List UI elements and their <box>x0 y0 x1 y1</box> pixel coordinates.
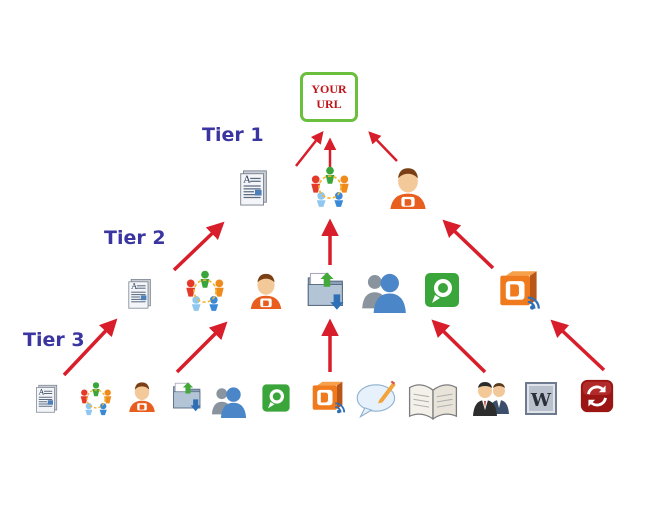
technorati-icon <box>422 270 462 310</box>
link-arrow <box>442 219 495 270</box>
blogger-rss-icon <box>310 380 346 416</box>
link-arrow <box>172 221 225 272</box>
blogger-user-icon <box>386 165 430 209</box>
technorati-icon <box>260 382 292 414</box>
link-arrow <box>62 318 118 377</box>
folder-download-icon <box>171 379 205 413</box>
target-url-box: YOUR URL <box>300 72 358 122</box>
target-url-line-2: URL <box>316 97 342 111</box>
social-network-icon <box>78 380 114 416</box>
blogger-rss-icon <box>497 269 541 313</box>
people-icon <box>361 267 407 313</box>
article-icon: A <box>124 277 156 309</box>
svg-text:A: A <box>243 174 251 185</box>
link-arrow <box>175 321 228 374</box>
svg-text:A: A <box>130 282 137 291</box>
link-arrow <box>550 319 606 372</box>
link-arrow <box>295 131 324 167</box>
social-network-icon <box>183 268 227 312</box>
svg-text:W: W <box>530 390 552 411</box>
article-icon: A <box>235 168 273 206</box>
people-icon <box>211 382 247 418</box>
wikipedia-icon: W <box>521 378 561 418</box>
blogger-user-icon <box>126 380 158 412</box>
comment-bubble-icon <box>355 376 399 420</box>
article-icon: A <box>32 383 62 413</box>
open-book-icon <box>407 372 459 424</box>
link-arrow <box>431 319 487 374</box>
tier-3-label: Tier 3 <box>23 329 85 351</box>
refresh-icon <box>578 377 616 415</box>
tier-1-label: Tier 1 <box>202 124 264 146</box>
tier-2-label: Tier 2 <box>104 227 166 249</box>
social-network-icon <box>308 164 352 208</box>
users-group-icon <box>471 378 511 418</box>
folder-download-icon <box>305 268 349 312</box>
blogger-user-icon <box>247 271 285 309</box>
link-arrow <box>368 131 398 162</box>
svg-text:A: A <box>38 387 45 396</box>
target-url-line-1: YOUR <box>311 82 347 96</box>
